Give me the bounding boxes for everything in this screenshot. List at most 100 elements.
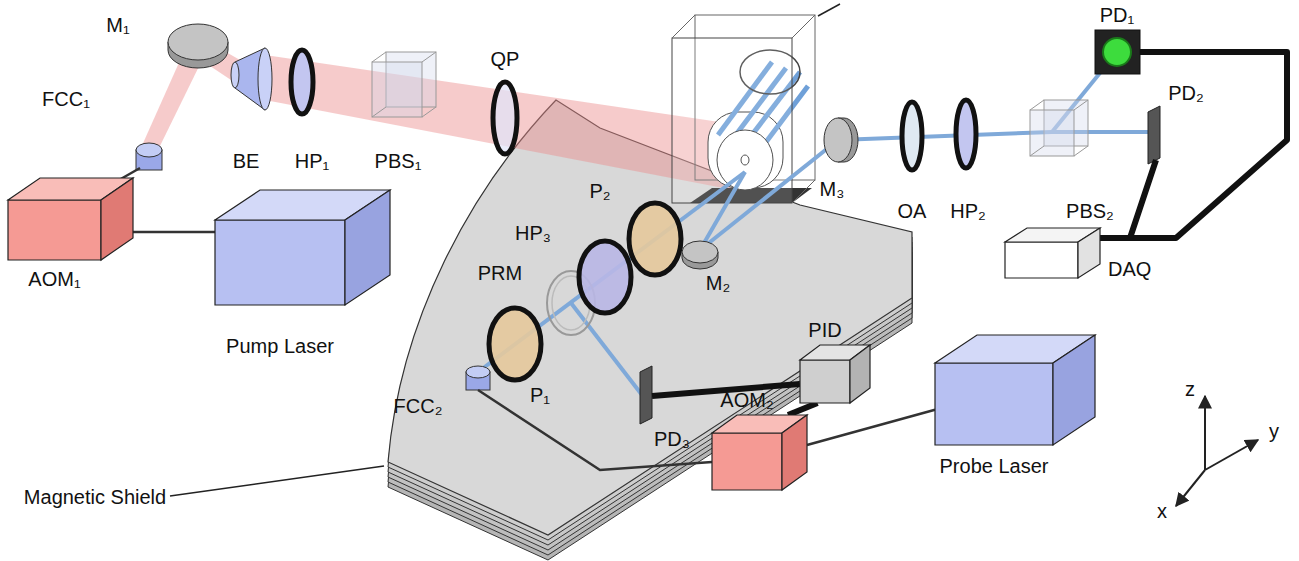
photodetector [1095, 30, 1140, 74]
instrument-box: Pump Laser [215, 190, 390, 305]
quarter-wave-plate [493, 82, 517, 154]
leader-line [170, 466, 384, 496]
mirror [168, 24, 228, 60]
fiber-collimator [136, 143, 162, 170]
axes [1176, 470, 1205, 506]
axes [1176, 396, 1258, 506]
beam-splitter-cube [372, 62, 422, 117]
probe-beam [838, 132, 1052, 140]
half-wave-plate [579, 241, 631, 313]
instrument-box: AOM₁ [8, 178, 133, 260]
box-outline [215, 190, 390, 305]
half-wave-plate [956, 100, 976, 168]
beam-expander [231, 48, 272, 110]
photodetector [1103, 38, 1131, 66]
optical-fiber [807, 410, 935, 445]
fiber-collimator [466, 366, 490, 378]
box-label: Probe Laser [940, 455, 1049, 477]
part-label: y [1269, 420, 1279, 442]
probe-beam [700, 172, 745, 250]
box-label: Pump Laser [226, 335, 334, 357]
instrument-box: Probe Laser [935, 335, 1095, 445]
vapor-cell [792, 180, 815, 203]
box-side [850, 345, 870, 403]
vapor-cell [818, 4, 840, 16]
control-cable [788, 403, 818, 415]
part-label: P₂ [589, 180, 610, 202]
box-outline [1005, 228, 1100, 278]
mirror [824, 118, 852, 162]
beam-splitter-cube [422, 52, 436, 62]
pump-beam [140, 36, 760, 195]
signal-cable [1130, 160, 1156, 238]
box-outline [8, 178, 133, 260]
probe-beam [478, 52, 1150, 395]
axes [1205, 440, 1258, 470]
photodetector [640, 366, 652, 424]
box-front [8, 200, 101, 260]
part-label: x [1157, 500, 1167, 522]
part-label: BE [233, 150, 260, 172]
fiber-collimator [136, 143, 162, 157]
part-label: FCC₁ [42, 88, 90, 110]
box-front [215, 220, 345, 305]
part-label: Magnetic Shield [24, 486, 166, 508]
part-label: QP [491, 48, 520, 70]
half-wave-plate [291, 50, 313, 114]
part-label: PBS₂ [1066, 200, 1114, 222]
beam-expander [258, 48, 272, 110]
part-label: PD₂ [1168, 82, 1204, 104]
box-front [712, 433, 782, 490]
optical-fiber [133, 231, 215, 234]
part-label: HP₁ [295, 150, 330, 172]
beam-splitter-cube [1074, 100, 1088, 110]
axes [1204, 396, 1206, 470]
photodetector [1148, 106, 1160, 164]
polarizer [489, 308, 541, 380]
part-label: P₁ [530, 384, 550, 406]
signal-cable [652, 52, 1287, 396]
box-outline [800, 345, 870, 403]
probe-beam [700, 140, 838, 250]
vapor-cell [792, 15, 815, 38]
box-label: AOM₂ [720, 389, 773, 411]
part-label: M₁ [106, 14, 129, 36]
fiber-collimator [466, 366, 490, 390]
box-front [800, 360, 850, 403]
box-side [1078, 228, 1100, 278]
mirror [682, 241, 718, 263]
vapor-cell [672, 4, 840, 203]
mirror [682, 241, 718, 269]
part-label: M₃ [820, 178, 845, 200]
box-outline [935, 335, 1095, 445]
part-label: z [1185, 378, 1195, 400]
part-label: PRM [478, 262, 522, 284]
beam-splitter-cube [372, 52, 436, 117]
beam-splitter-cube [422, 107, 436, 117]
box-front [935, 363, 1053, 445]
instrument-box: DAQ [1005, 228, 1100, 278]
optical-fiber [478, 390, 712, 470]
mirror [168, 24, 228, 68]
box-side [782, 415, 807, 490]
box-side [1053, 335, 1095, 445]
box-label: DAQ [1108, 258, 1151, 280]
box-side [345, 190, 390, 305]
beam-splitter-cube [1074, 146, 1088, 156]
part-label: OA [898, 200, 927, 222]
box-side [101, 178, 133, 260]
vapor-cell [672, 15, 695, 38]
beam-splitter-cube [1030, 100, 1044, 110]
probe-beam [571, 303, 642, 395]
beam-splitter-cube [1030, 100, 1088, 156]
part-label: HP₂ [950, 200, 986, 222]
signal-cable [1100, 52, 1287, 238]
part-label: M₂ [706, 272, 730, 294]
beam-splitter-cube [1030, 110, 1074, 156]
photodetector [1148, 106, 1160, 164]
photodetector [640, 366, 652, 424]
